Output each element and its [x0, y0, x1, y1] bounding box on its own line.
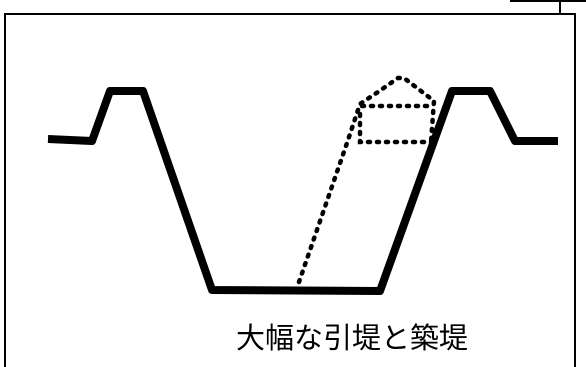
existing-channel-profile [47, 87, 558, 295]
setback-slope-dotted [296, 75, 437, 285]
diagram-caption: 大幅な引堤と築堤 [236, 321, 469, 355]
levee-base-dotted [357, 111, 435, 145]
diagram-frame [4, 13, 576, 367]
new-levee-dotted-outline [296, 75, 437, 285]
